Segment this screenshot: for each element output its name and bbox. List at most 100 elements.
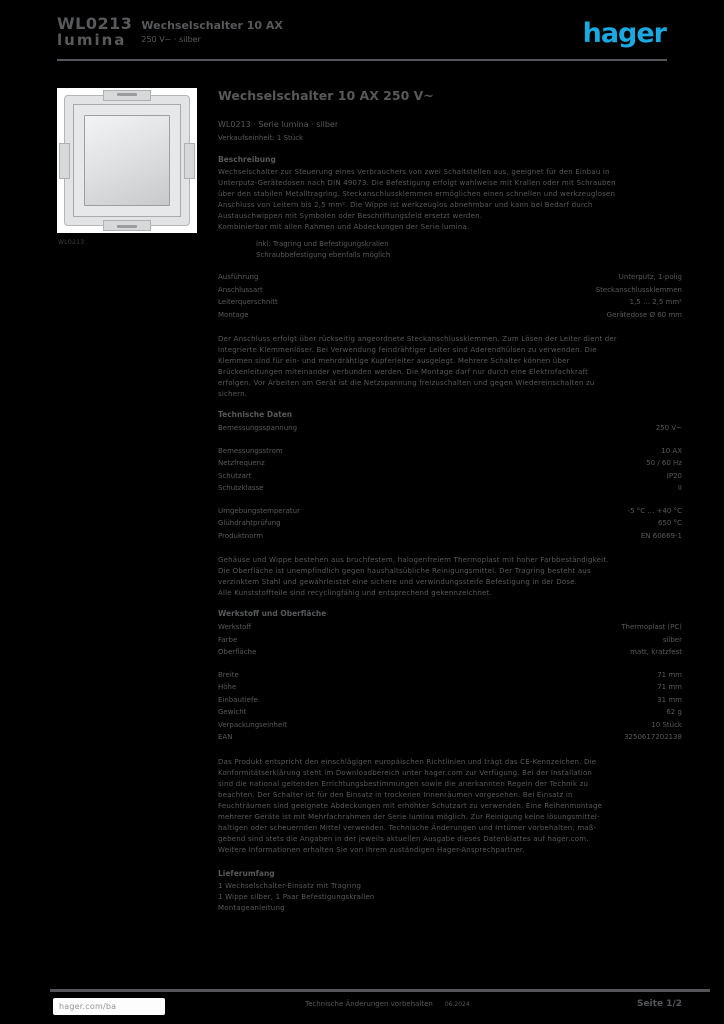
hager-logo: hager [582, 18, 667, 49]
spec-value: 3250617202138 [624, 733, 682, 741]
section: Das Produkt entspricht den einschlägigen… [218, 757, 682, 856]
product-image [57, 88, 197, 233]
spec-value: 62 g [666, 708, 682, 716]
spec-label: Produktnorm [218, 531, 264, 540]
section-heading: Technische Daten [218, 410, 293, 419]
paragraph-line: sichern. [218, 390, 248, 398]
spec-label: Schutzklasse [218, 484, 264, 492]
switch-tab-right [184, 142, 195, 179]
switch-slot-top [117, 93, 137, 96]
spec-value: IP20 [666, 471, 682, 480]
spec-row: Montage Gerätedose Ø 60 mm [218, 309, 682, 322]
spec-label: Leiterquerschnitt [218, 298, 278, 306]
paragraph-line: Austauschwippen mit Symbolen oder Beschr… [218, 212, 483, 220]
header-title-line2: 250 V~ · silber [141, 35, 201, 44]
spec-value: 31 mm [657, 695, 682, 704]
spec-value: 71 mm [657, 670, 682, 679]
section-heading: Lieferumfang [218, 868, 275, 878]
paragraph-line: über den stabilen Metalltragring. Stecka… [218, 190, 616, 198]
product-caption: WL0213 [58, 239, 85, 246]
website-link[interactable]: hager.com/ba [53, 998, 165, 1015]
spec-value: 50 / 60 Hz [646, 459, 682, 467]
spec-label: Breite [218, 670, 239, 679]
paragraph-line: Unterputz-Gerätedosen nach DIN 49073. Di… [218, 179, 616, 187]
spec-label: Gewicht [218, 708, 247, 716]
header-title-line1: Wechselschalter 10 AX [141, 19, 283, 32]
spec-value: Gerätedose Ø 60 mm [606, 310, 682, 319]
spec-label: Werkstoff [218, 623, 252, 631]
spec-label: Bemessungsstrom [218, 446, 283, 455]
page-number: Seite 1/2 [636, 999, 682, 1009]
paragraph-line: integrierte Klemmenlöser. Bei Verwendung… [218, 346, 597, 354]
paragraph-line: gebend sind stets die Angaben in der jew… [218, 834, 589, 843]
spec-row: Einbautiefe 31 mm [218, 694, 682, 707]
paragraph-line: Brückenleitungen miteinander verbunden w… [218, 368, 589, 376]
paragraph-line: Der Anschluss erfolgt über rückseitig an… [218, 335, 617, 343]
paragraph-line: Kombinierbar mit allen Rahmen und Abdeck… [218, 223, 470, 231]
spec-value: -5 °C … +40 °C [627, 506, 682, 515]
spec-row: Bemessungsstrom 10 AX [218, 445, 682, 458]
paragraph-line: verzinktem Stahl und gewährleistet eine … [218, 578, 578, 586]
paragraph-line: Die Oberfläche ist unempfindlich gegen h… [218, 567, 591, 575]
spec-label: Oberfläche [218, 648, 257, 656]
spec-value: Thermoplast (PC) [621, 623, 682, 631]
paragraph-line: beachten. Der Schalter ist für den Einsa… [218, 790, 573, 799]
page-title: Wechselschalter 10 AX 250 V~ [218, 88, 434, 103]
spec-label: Einbautiefe [218, 695, 258, 704]
spec-row: Schutzklasse II [218, 482, 682, 495]
spec-value: 250 V~ [655, 424, 682, 432]
paragraph-line: erfolgen. Vor Arbeiten am Gerät ist die … [218, 379, 595, 387]
spec-value: II [677, 484, 682, 492]
spec-row: Werkstoff Thermoplast (PC) [218, 621, 682, 634]
spec-label: Montage [218, 310, 249, 319]
spec-label: Bemessungsspannung [218, 424, 298, 432]
spec-value: 10 Stück [651, 720, 682, 729]
spec-label: EAN [218, 733, 233, 741]
spec-row: Umgebungstemperatur-5 °C … +40 °C [218, 505, 682, 518]
paragraph-line: Feuchträumen sind geeignete Abdeckungen … [218, 801, 603, 810]
product-code-block: WL0213 lumina [57, 15, 132, 49]
switch-slot-bottom [117, 225, 137, 228]
spec-label: Anschlussart [218, 285, 263, 294]
spec-row: Bemessungsspannung 250 V~ [218, 422, 682, 435]
paragraph-line: Anschluss von Leitern bis 2,5 mm². Die W… [218, 201, 593, 209]
section-heading: Beschreibung [218, 155, 276, 164]
spec-label: Ausführung [218, 273, 259, 281]
spec-row: Produktnorm EN 60669-1 [218, 530, 682, 543]
page-subtitle: WL0213 · Serie lumina · silber [218, 120, 339, 129]
main-content: Wechselschalter 10 AX 250 V~ WL0213 · Se… [218, 88, 682, 914]
spec-label: Schutzart [218, 471, 252, 480]
paragraph-line: sind die national geltenden Errichtungsb… [218, 779, 589, 788]
spec-label: Verpackungseinheit [218, 720, 287, 729]
footer-date: 06.2024 [444, 1001, 470, 1008]
product-series: lumina [57, 30, 127, 49]
feature-item: inkl. Tragring und Befestigungskrallen [256, 240, 389, 248]
footer-divider [50, 989, 710, 992]
feature-item: Schraubbefestigung ebenfalls möglich [256, 251, 391, 259]
spec-value: 10 AX [661, 446, 682, 455]
website-link-label: hager.com/ba [59, 1002, 117, 1011]
spec-value: silber [662, 635, 682, 644]
header: WL0213 lumina Wechselschalter 10 AX 250 … [57, 15, 283, 49]
order-line: Verkaufseinheit: 1 Stück [218, 134, 304, 142]
paragraph-line: 1 Wippe silber, 1 Paar Befestigungskrall… [218, 892, 375, 901]
spec-label: Höhe [218, 683, 237, 691]
paragraph-line: Konformitätserklärung steht im Downloadb… [218, 768, 593, 777]
spec-value: EN 60669-1 [640, 531, 682, 540]
spec-row: Gewicht 62 g [218, 706, 682, 719]
section: Der Anschluss erfolgt über rückseitig an… [218, 334, 682, 400]
